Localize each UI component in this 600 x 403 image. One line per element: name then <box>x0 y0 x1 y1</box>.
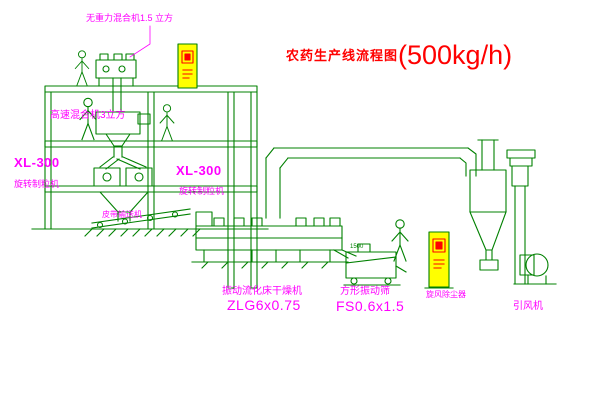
label-xl300-mid: XL-300 <box>176 163 222 178</box>
gravity-free-mixer <box>95 53 137 113</box>
label-dryer-model: ZLG6x0.75 <box>227 297 301 313</box>
worker-ground <box>391 219 409 262</box>
fluid-bed-dryer <box>191 211 357 269</box>
control-cabinet-ground <box>424 231 454 289</box>
exhaust-stack <box>506 149 536 285</box>
exhaust-duct <box>265 147 477 219</box>
label-high-speed-mixer: 高速混合机3立方 <box>50 110 126 121</box>
title-capacity: (500kg/h) <box>398 40 513 70</box>
cyclone-separator <box>469 139 507 271</box>
label-sieve: 方形振动筛 <box>340 286 390 297</box>
label-sieve-model: FS0.6x1.5 <box>336 298 405 314</box>
belt-conveyor <box>91 208 191 229</box>
dryer-base-hatch <box>201 261 329 269</box>
label-sieve-dimension: 1500 <box>350 244 364 250</box>
label-belt-conveyor: 皮带输送机 <box>102 210 142 219</box>
worker-second-floor-right <box>159 104 175 141</box>
label-dryer: 振动流化床干燥机 <box>222 286 302 297</box>
drawing-title: 农药生产线流程图 (500kg/h) <box>286 42 512 69</box>
induced-draft-fan <box>513 253 557 285</box>
worker-top-floor <box>74 50 90 86</box>
control-cabinet-top <box>177 43 198 89</box>
label-granulator-mid: 旋转制粒机 <box>179 186 225 196</box>
dryer-outlet-chute <box>333 249 357 259</box>
label-gravity-free-mixer: 无重力混合机1.5 立方 <box>86 13 174 23</box>
label-granulator-left: 旋转制粒机 <box>14 179 60 189</box>
sieve-outlet <box>395 265 407 273</box>
label-cyclone: 旋风除尘器 <box>426 290 466 299</box>
high-speed-mixer <box>95 111 151 158</box>
building-structure <box>31 85 269 289</box>
label-xl300-left: XL-300 <box>14 155 60 170</box>
rotary-granulators <box>93 156 153 222</box>
leader-line-top-mixer <box>129 25 151 58</box>
ground-hatch <box>84 228 201 237</box>
label-fan: 引风机 <box>513 301 543 312</box>
vibrating-sieve <box>343 243 407 286</box>
title-text: 农药生产线流程图 <box>286 48 399 63</box>
